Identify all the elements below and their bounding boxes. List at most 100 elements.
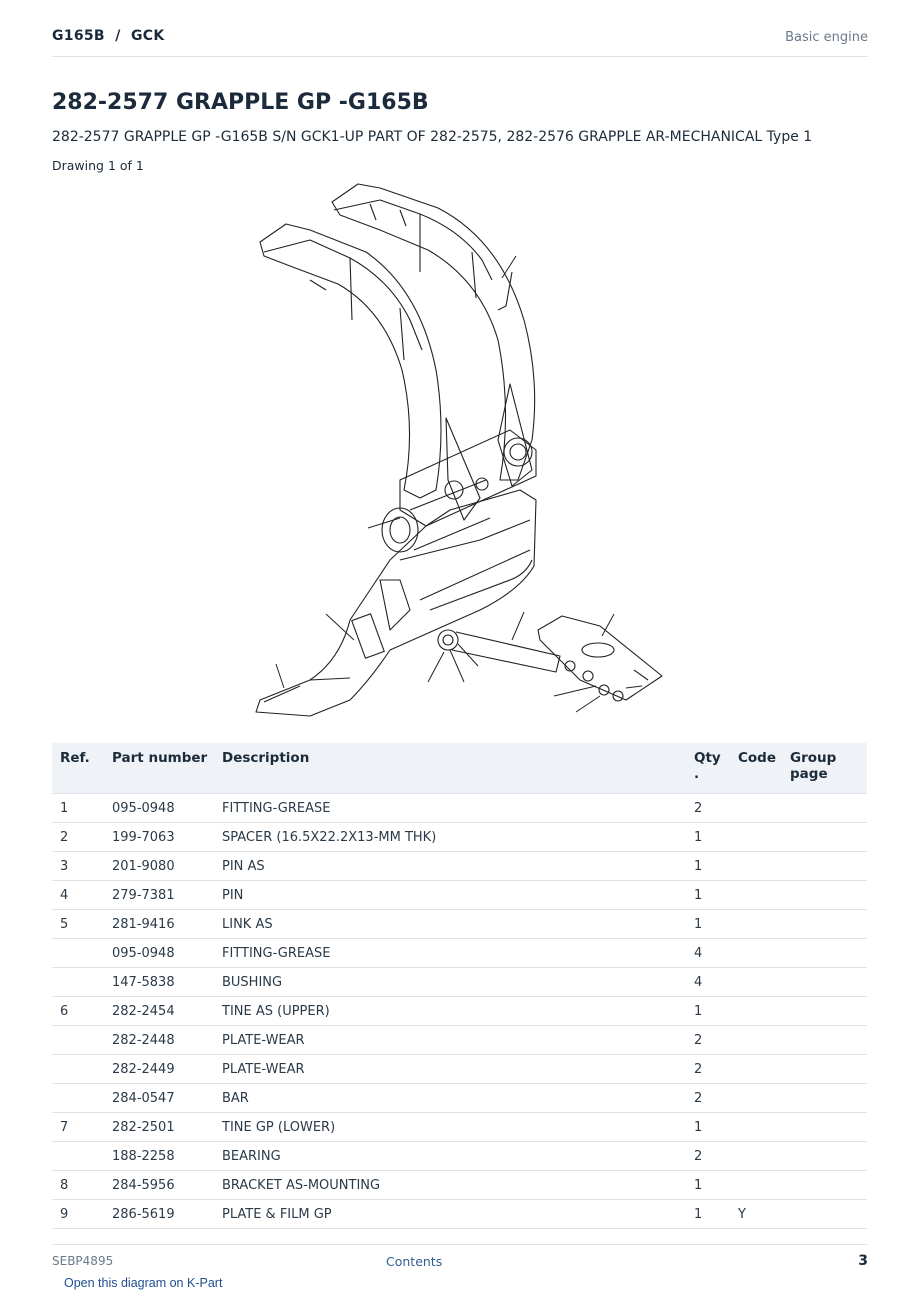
col-qty: Qty . — [686, 743, 730, 794]
cell-group-page — [782, 1025, 867, 1055]
cell-part-number: 282-2448 — [104, 1025, 214, 1055]
cell-part-number: 188-2258 — [104, 1141, 214, 1171]
cell-group-page — [782, 1170, 867, 1200]
cell-group-page — [782, 793, 867, 823]
hub — [381, 383, 537, 553]
upper-tine-left — [259, 223, 442, 499]
cell-description: SPACER (16.5X22.2X13-MM THK) — [214, 822, 686, 852]
cell-qty: 2 — [686, 793, 730, 823]
col-ref: Ref. — [52, 743, 104, 794]
cell-code — [730, 851, 783, 881]
upper-tine-right — [331, 183, 536, 481]
cell-group-page — [782, 880, 867, 910]
cell-code — [730, 793, 783, 823]
cell-description: BUSHING — [214, 967, 686, 997]
cell-part-number: 201-9080 — [104, 851, 214, 881]
cell-code — [730, 1083, 783, 1113]
cell-code — [730, 1170, 783, 1200]
table-header-row: Ref. Part number Description Qty . Code … — [52, 743, 867, 794]
cell-description: FITTING-GREASE — [214, 793, 686, 823]
cell-code — [730, 880, 783, 910]
doc-number: SEBP4895 — [52, 1254, 114, 1268]
cell-qty: 4 — [686, 967, 730, 997]
cell-part-number: 284-0547 — [104, 1083, 214, 1113]
page-header: G165B / GCK Basic engine — [52, 28, 868, 57]
cell-ref: 8 — [52, 1170, 104, 1200]
cell-description: PLATE-WEAR — [214, 1025, 686, 1055]
cell-code — [730, 1112, 783, 1142]
cell-ref — [52, 938, 104, 968]
cell-qty: 1 — [686, 909, 730, 939]
lower-tine — [255, 489, 537, 717]
contents-link[interactable]: Contents — [386, 1254, 443, 1269]
cell-code — [730, 909, 783, 939]
cell-ref — [52, 1141, 104, 1171]
page-subtitle: 282-2577 GRAPPLE GP -G165B S/N GCK1-UP P… — [52, 129, 813, 145]
cell-qty: 2 — [686, 1083, 730, 1113]
cell-ref: 9 — [52, 1199, 104, 1229]
cell-group-page — [782, 1112, 867, 1142]
col-part-number: Part number — [104, 743, 214, 794]
page-footer: SEBP4895 Contents 3 — [52, 1244, 868, 1275]
cell-qty: 2 — [686, 1141, 730, 1171]
cell-qty: 4 — [686, 938, 730, 968]
cell-code — [730, 1054, 783, 1084]
cell-part-number: 147-5838 — [104, 967, 214, 997]
cell-group-page — [782, 1199, 867, 1229]
cell-group-page — [782, 851, 867, 881]
cell-code — [730, 822, 783, 852]
cell-qty: 1 — [686, 1112, 730, 1142]
kpart-link[interactable]: Open this diagram on K-Part — [64, 1276, 223, 1290]
cell-part-number: 284-5956 — [104, 1170, 214, 1200]
cell-qty: 1 — [686, 1199, 730, 1229]
cell-ref — [52, 1083, 104, 1113]
cell-description: PIN AS — [214, 851, 686, 881]
cell-qty: 1 — [686, 880, 730, 910]
page-number: 3 — [858, 1253, 868, 1269]
cell-ref: 5 — [52, 909, 104, 939]
cell-ref — [52, 967, 104, 997]
cell-ref: 4 — [52, 880, 104, 910]
cell-code — [730, 996, 783, 1026]
col-description: Description — [214, 743, 686, 794]
section-label: Basic engine — [785, 30, 868, 45]
cell-qty: 1 — [686, 1170, 730, 1200]
cell-group-page — [782, 1141, 867, 1171]
cell-description: PLATE & FILM GP — [214, 1199, 686, 1229]
cell-group-page — [782, 909, 867, 939]
col-code: Code — [730, 743, 783, 794]
cell-ref: 1 — [52, 793, 104, 823]
model-label: G165B / GCK — [52, 28, 165, 44]
cell-qty: 2 — [686, 1025, 730, 1055]
cell-code — [730, 1141, 783, 1171]
grapple-diagram — [255, 183, 663, 717]
cell-code — [730, 967, 783, 997]
cell-qty: 1 — [686, 996, 730, 1026]
cell-part-number: 286-5619 — [104, 1199, 214, 1229]
cell-ref — [52, 1054, 104, 1084]
cell-description: BEARING — [214, 1141, 686, 1171]
cell-code — [730, 1025, 783, 1055]
cell-code — [730, 938, 783, 968]
cell-ref: 2 — [52, 822, 104, 852]
cell-group-page — [782, 996, 867, 1026]
cell-part-number: 095-0948 — [104, 793, 214, 823]
cell-ref: 7 — [52, 1112, 104, 1142]
cell-qty: 2 — [686, 1054, 730, 1084]
cell-description: BAR — [214, 1083, 686, 1113]
cell-ref: 3 — [52, 851, 104, 881]
cell-description: LINK AS — [214, 909, 686, 939]
cell-group-page — [782, 967, 867, 997]
cell-description: TINE AS (UPPER) — [214, 996, 686, 1026]
